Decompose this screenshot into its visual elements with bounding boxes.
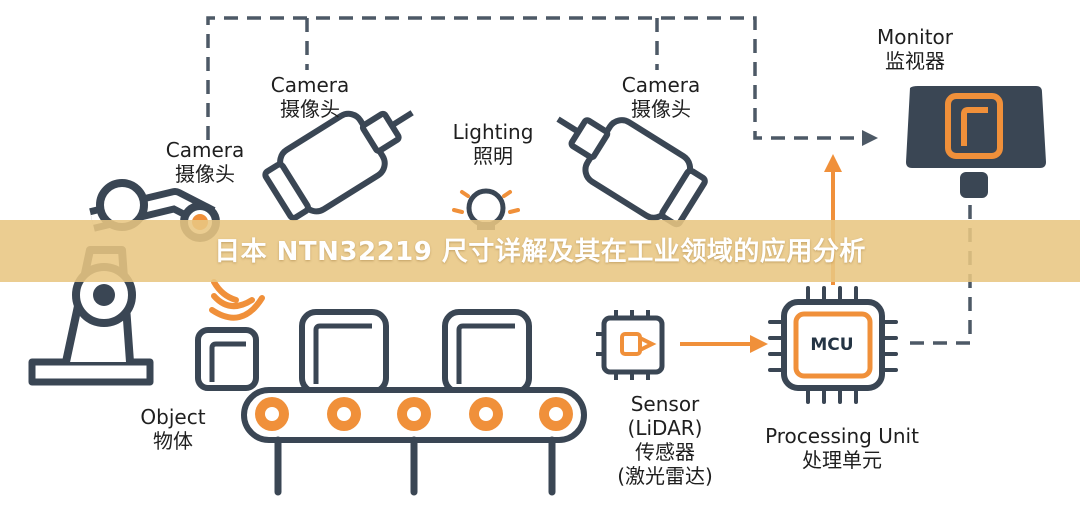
label-sensor-lidar: (LiDAR) [627,416,703,440]
label-monitor-en: Monitor [876,25,954,49]
dashed-top-route [206,16,870,140]
arrowhead-up [824,154,842,172]
banner-title: 日本 NTN32219 尺寸详解及其在工业领域的应用分析 [214,237,866,267]
title-banner [0,220,1080,282]
label-camera-top-left-en: Camera [270,73,350,97]
dashed-mcu-to-monitor [910,200,972,345]
label-lighting: Lighting 照明 [438,120,548,168]
label-processing-unit: Processing Unit 处理单元 [742,424,942,472]
label-lighting-en: Lighting [452,120,534,144]
label-camera-top-left-zh: 摄像头 [280,97,340,121]
label-camera-top-right-zh: 摄像头 [631,97,691,121]
label-mcu: MCU [810,335,854,355]
label-lighting-zh: 照明 [473,144,513,168]
label-processing-en: Processing Unit [765,424,919,448]
label-sensor-en: Sensor [630,392,700,416]
signal-waves-icon [209,279,265,321]
monitor-icon [906,86,1046,198]
label-camera-top-right-en: Camera [621,73,701,97]
sensor-lidar-icon [596,310,665,380]
label-camera-left-en: Camera [165,138,245,162]
label-camera-top-left: Camera 摄像头 [255,73,365,121]
label-sensor-zh2: (激光雷达) [617,464,713,488]
label-sensor: Sensor (LiDAR) 传感器 (激光雷达) [600,392,730,488]
camera-right-icon [556,116,708,228]
label-camera-left-zh: 摄像头 [175,162,235,186]
label-object: Object 物体 [118,405,228,453]
label-camera-left: Camera 摄像头 [150,138,260,186]
label-sensor-zh: 传感器 [635,440,695,464]
dashed-connections [206,16,972,345]
label-object-en: Object [140,405,206,429]
conveyor-boxes [299,309,532,395]
label-monitor: Monitor 监视器 [860,25,970,73]
object-box-icon [195,327,259,391]
label-monitor-zh: 监视器 [885,49,945,73]
arrowhead-right [750,335,768,353]
arrowhead-to-monitor [862,130,878,146]
conveyor-belt-icon [241,387,587,496]
mcu-chip-icon [768,286,898,404]
label-camera-top-right: Camera 摄像头 [606,73,716,121]
label-processing-zh: 处理单元 [802,448,882,472]
robot-arm-icon [28,179,220,386]
camera-left-icon [262,110,414,221]
label-object-zh: 物体 [153,429,193,453]
